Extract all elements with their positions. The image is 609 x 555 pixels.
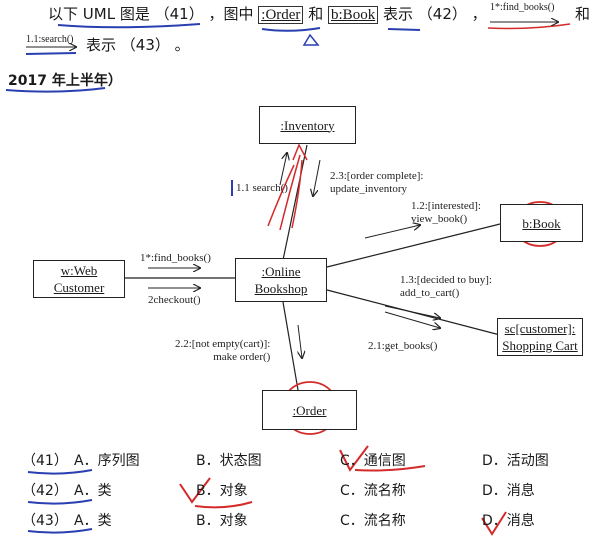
cart-line1: sc[customer]:	[504, 321, 576, 336]
msg-interested-2: view_book()	[411, 213, 468, 225]
question-line-1: 以下 UML 图是 （41） ，图中 :Order 和 b:Book 表示 （4…	[48, 4, 487, 25]
option-c[interactable]: C．通信图	[340, 453, 406, 469]
option-b[interactable]: B．对象	[196, 483, 248, 499]
inventory-label: :Inventory	[280, 117, 335, 133]
option-num: （42）	[22, 483, 68, 499]
option-a[interactable]: A．序列图	[74, 453, 140, 469]
msg-interested: 1.2:[interested]: view_book()	[411, 200, 481, 226]
inventory-object: :Inventory	[259, 106, 356, 144]
option-c[interactable]: C．流名称	[340, 513, 406, 529]
msg-order-complete-1: 2.3:[order complete]:	[330, 170, 424, 182]
msg-not-empty: 2.2:[not empty(cart)]: make order()	[175, 338, 270, 364]
book-object-label: b:Book	[522, 215, 561, 231]
option-a[interactable]: A．类	[74, 483, 112, 499]
period: 。	[174, 36, 190, 54]
web-customer-line1: w:Web	[60, 263, 98, 278]
bookshop-line2: Bookshop	[254, 281, 308, 296]
msg-get-books: 2.1:get_books()	[368, 340, 438, 352]
blank-42: （42）	[417, 5, 467, 23]
option-c[interactable]: C．流名称	[340, 483, 406, 499]
option-d[interactable]: D．消息	[482, 483, 535, 499]
show-word: 表示	[382, 5, 413, 23]
msg-not-empty-1: 2.2:[not empty(cart)]:	[175, 338, 271, 350]
question-prefix: 以下 UML 图是	[48, 5, 150, 23]
option-num: （43）	[22, 513, 68, 529]
option-b[interactable]: B．状态图	[196, 453, 262, 469]
msg-search: 1.1 search()	[236, 182, 288, 194]
online-bookshop-object: :Online Bookshop	[235, 258, 327, 302]
shopping-cart-object: sc[customer]: Shopping Cart	[497, 318, 583, 356]
question-line-2: 表示 （43） 。	[86, 35, 190, 55]
and-word-2: 和	[575, 5, 591, 23]
find-books-arrow-label: 1*:find_books()	[490, 2, 555, 13]
option-a[interactable]: A．类	[74, 513, 112, 529]
msg-interested-1: 1.2:[interested]:	[411, 200, 481, 212]
msg-decided-2: add_to_cart()	[400, 287, 460, 299]
msg-not-empty-2: make order()	[213, 351, 271, 363]
order-label: :Order	[258, 6, 304, 24]
book-label: b:Book	[328, 6, 379, 24]
comma: ，	[471, 5, 487, 23]
order-object-label: :Order	[292, 402, 327, 418]
order-object: :Order	[262, 390, 357, 430]
msg-order-complete-2: update_inventory	[330, 183, 407, 195]
exam-year: 2017 年上半年）	[8, 73, 122, 89]
question-sep: ，图中	[208, 5, 254, 23]
msg-checkout: 2checkout()	[148, 294, 201, 306]
option-d[interactable]: D．消息	[482, 513, 535, 529]
option-num: （41）	[22, 453, 68, 469]
msg-decided-1: 1.3:[decided to buy]:	[400, 274, 492, 286]
option-b[interactable]: B．对象	[196, 513, 248, 529]
msg-decided: 1.3:[decided to buy]: add_to_cart()	[400, 274, 492, 300]
and-word: 和	[308, 5, 324, 23]
web-customer-line2: Customer	[53, 280, 105, 295]
search-arrow-label: 1.1:search()	[26, 34, 74, 45]
cart-line2: Shopping Cart	[502, 338, 578, 353]
option-d[interactable]: D．活动图	[482, 453, 549, 469]
web-customer-object: w:Web Customer	[33, 260, 125, 298]
blank-43: （43）	[120, 36, 170, 54]
show-word-2: 表示	[86, 36, 117, 54]
book-object: b:Book	[500, 204, 583, 242]
msg-find-books: 1*:find_books()	[140, 252, 211, 264]
blank-41: （41）	[154, 5, 204, 23]
msg-order-complete: 2.3:[order complete]: update_inventory	[330, 170, 423, 196]
bookshop-line1: :Online	[261, 264, 301, 279]
